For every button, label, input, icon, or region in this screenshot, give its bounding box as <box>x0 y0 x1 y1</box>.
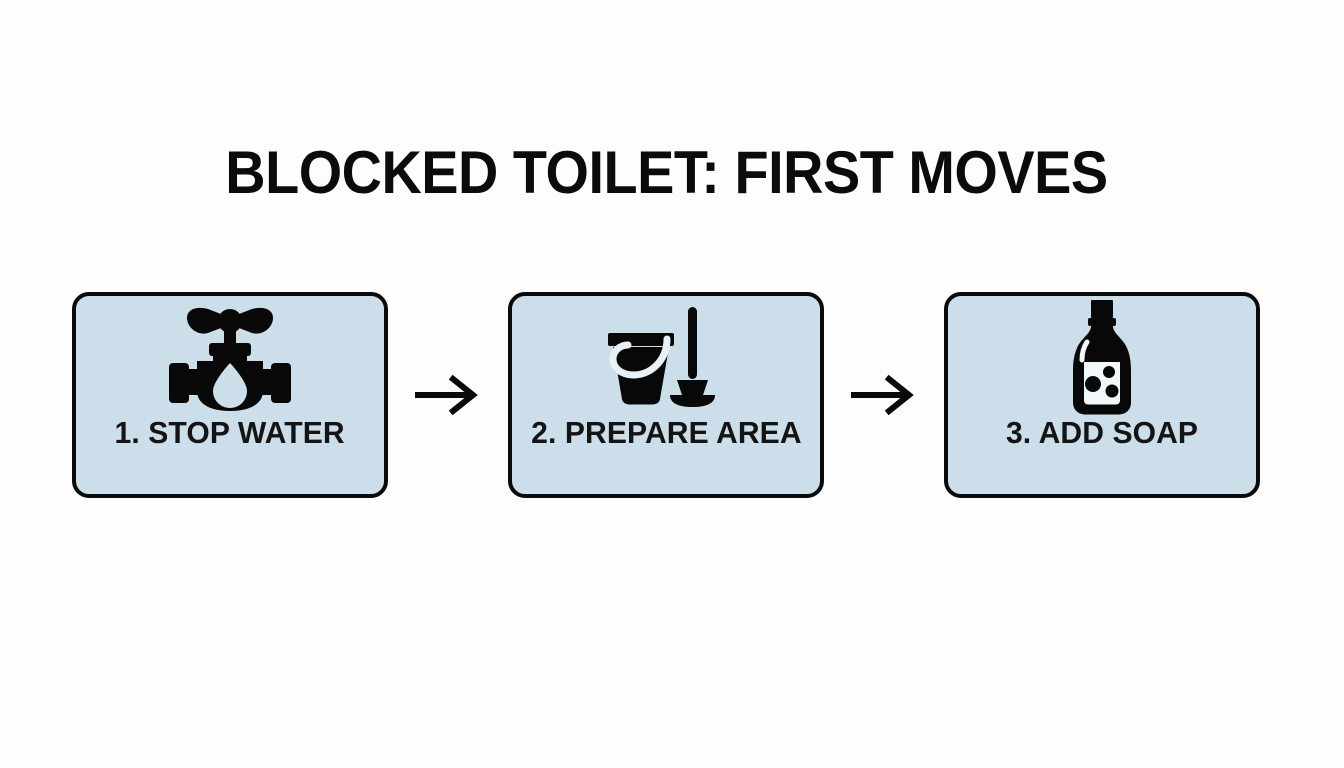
water-valve-icon <box>76 296 384 416</box>
arrow-right-icon-2 <box>841 365 927 425</box>
page-title: BLOCKED TOILET: FIRST MOVES <box>225 139 1108 206</box>
bucket-and-plunger-icon <box>512 296 820 416</box>
step-card-stop-water[interactable]: 1. STOP WATER <box>72 292 388 498</box>
step-card-label: 1. STOP WATER <box>114 415 346 450</box>
step-card-prepare-area[interactable]: 2. PREPARE AREA <box>508 292 824 498</box>
step-card-label: 2. PREPARE AREA <box>530 415 802 450</box>
step-card-label: 3. ADD SOAP <box>1005 415 1199 450</box>
process-flow: 1. STOP WATER <box>72 292 1260 498</box>
arrow-right-icon-1 <box>405 365 491 425</box>
soap-bottle-icon <box>948 296 1256 416</box>
step-card-add-soap[interactable]: 3. ADD SOAP <box>944 292 1260 498</box>
